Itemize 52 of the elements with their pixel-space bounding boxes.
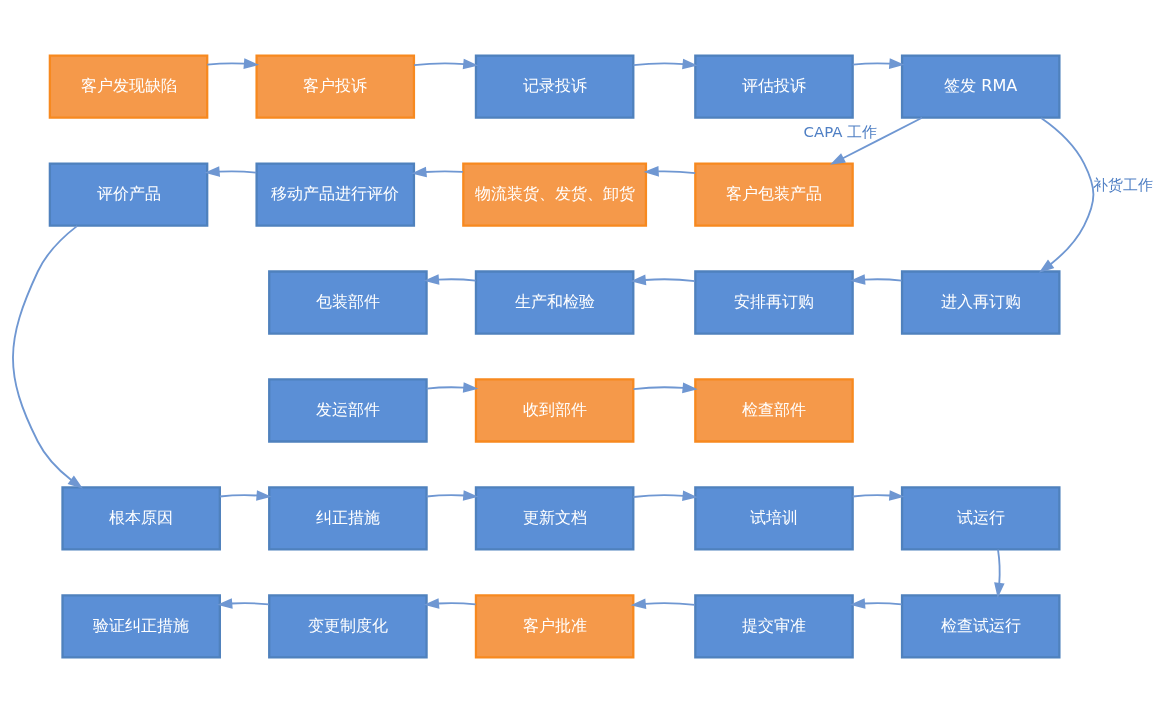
node-box: 客户批准 (474, 594, 635, 659)
edge-label: 补货工作 (1093, 176, 1154, 195)
arrow (851, 490, 905, 501)
arrow (423, 274, 477, 285)
node-box: 包装部件 (268, 270, 428, 335)
node-box: 根本原因 (61, 486, 221, 551)
arrow (217, 598, 270, 609)
arrow (204, 166, 258, 177)
arrow (630, 274, 696, 286)
arrow (206, 58, 260, 69)
node-box: 收到部件 (474, 378, 635, 443)
arrow (994, 548, 1005, 598)
arrow (219, 490, 272, 501)
node-box: 记录投诉 (474, 54, 635, 119)
arrow (1038, 117, 1095, 273)
node-box: 检查部件 (694, 378, 854, 443)
node-box: 生产和检验 (474, 270, 635, 335)
node-box: 签发 RMA (900, 54, 1061, 119)
node-box: 客户发现缺陷 (48, 54, 209, 119)
arrow (643, 166, 697, 177)
node-box: 客户包装产品 (694, 162, 854, 227)
node-box: 客户投诉 (255, 54, 416, 119)
arrow (630, 598, 696, 610)
node-box: 评估投诉 (694, 54, 854, 119)
arrow (411, 166, 464, 178)
arrow (632, 58, 698, 70)
arrow (425, 490, 479, 501)
node-box: 纠正措施 (268, 486, 428, 551)
arrow (632, 382, 698, 394)
arrow (632, 490, 698, 502)
arrow (425, 382, 479, 393)
node-box: 更新文档 (474, 486, 635, 551)
node-box: 物流装货、发货、卸货 (462, 162, 648, 227)
node-box: 提交审准 (694, 594, 854, 659)
edge-label: CAPA 工作 (803, 122, 878, 141)
node-box: 变更制度化 (268, 594, 428, 659)
arrow (423, 598, 477, 609)
node-box: 发运部件 (268, 378, 428, 443)
node-box: 试运行 (900, 486, 1061, 551)
arrow (12, 224, 83, 489)
node-box: 检查试运行 (900, 594, 1061, 659)
node-box: 安排再订购 (694, 270, 854, 335)
node-box: 移动产品进行评价 (255, 162, 416, 227)
node-box: 评价产品 (48, 162, 209, 227)
node-box: 验证纠正措施 (61, 594, 221, 659)
node-box: 试培训 (694, 486, 854, 551)
node-box: 进入再订购 (900, 270, 1061, 335)
arrow (849, 598, 903, 609)
arrow (830, 116, 923, 165)
arrow (849, 274, 903, 285)
arrow (851, 58, 905, 69)
arrow (413, 58, 479, 70)
